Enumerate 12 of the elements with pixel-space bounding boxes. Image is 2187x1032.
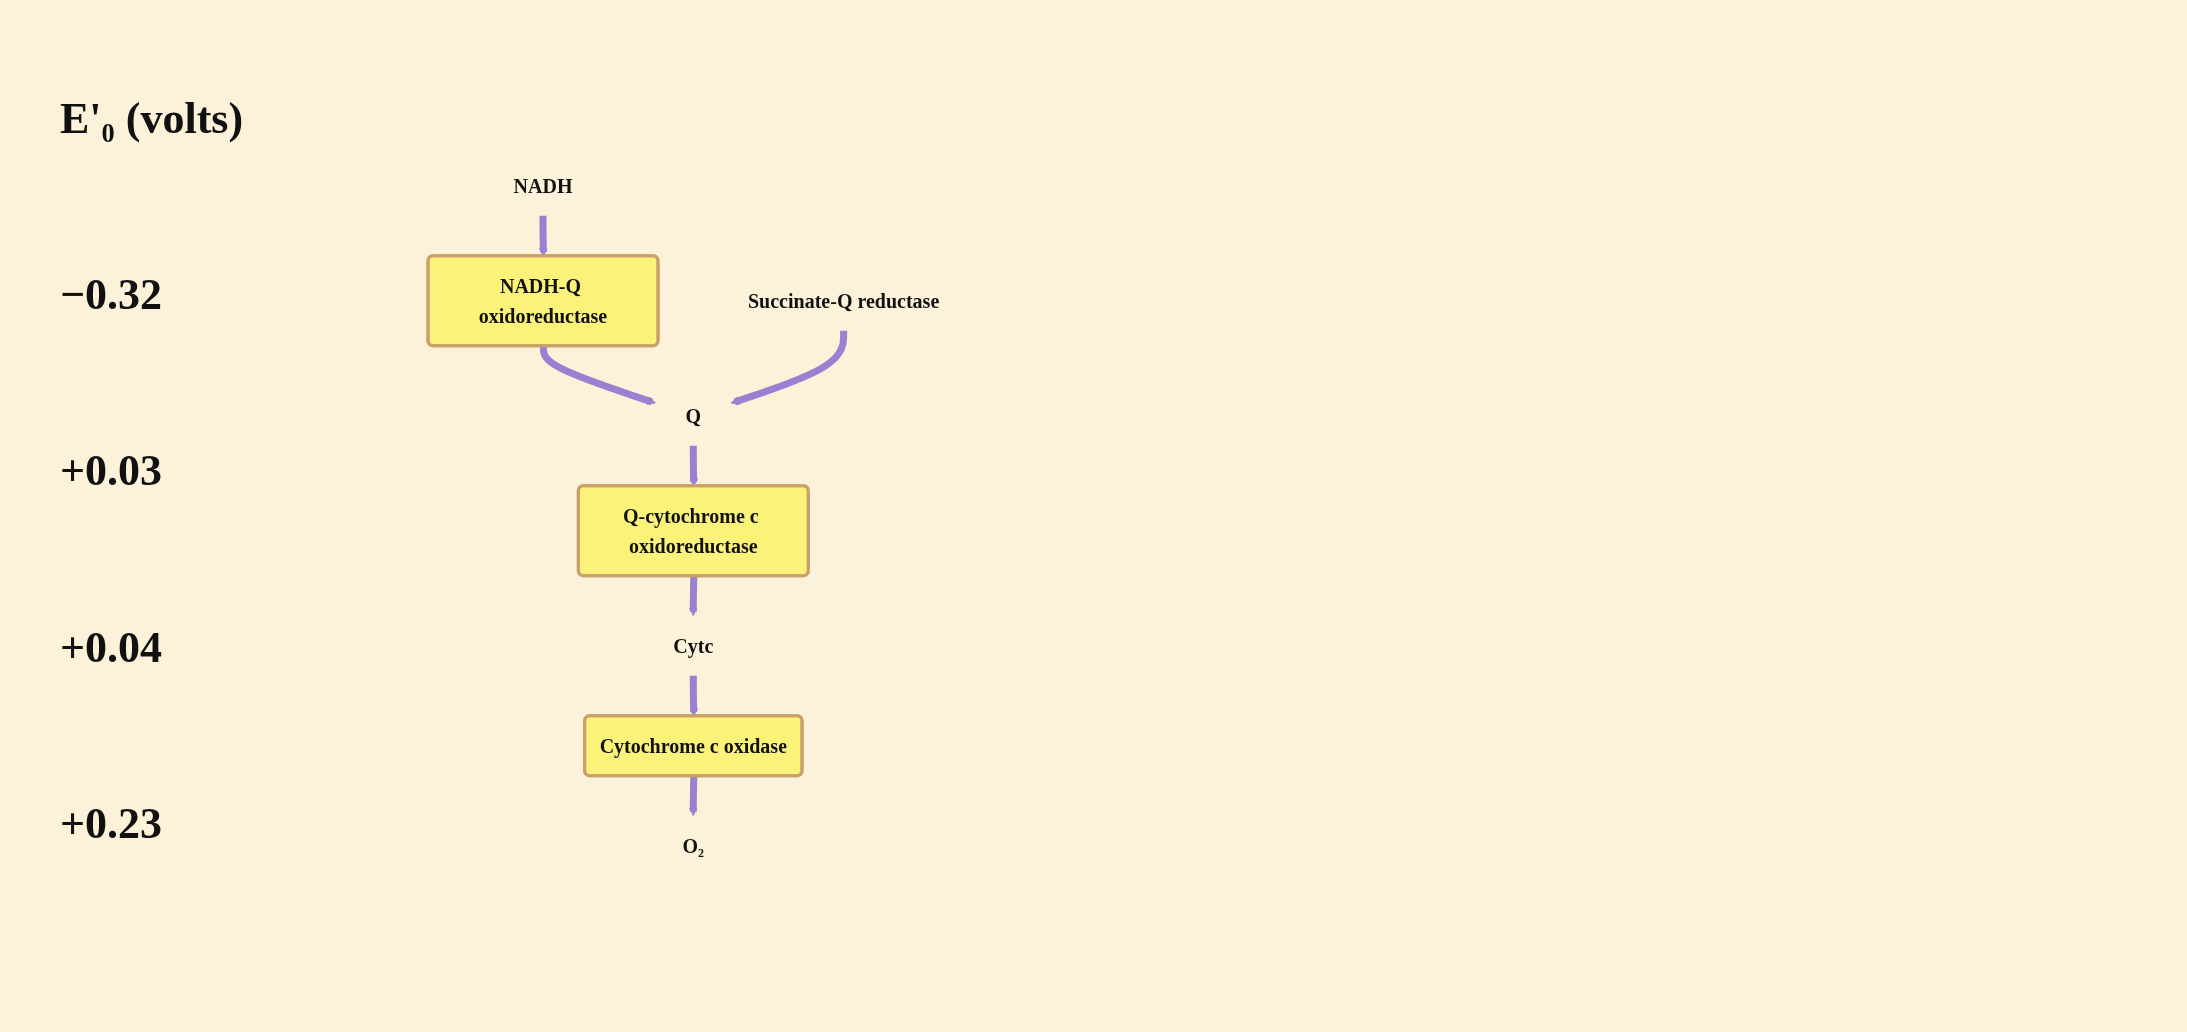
node-text: NADH xyxy=(513,174,573,197)
arrow xyxy=(688,776,698,817)
node-text: O₂ xyxy=(682,834,705,857)
potential-label: +0.23 xyxy=(60,798,164,850)
node-text: Q xyxy=(685,404,702,427)
potential-label: +0.03 xyxy=(60,445,164,497)
potential-label: −0.32 xyxy=(60,269,164,321)
node-text: Succinate-Q reductase xyxy=(748,289,940,312)
arrow xyxy=(688,576,698,617)
potential-label: E'₀ (volts) xyxy=(60,92,245,144)
potential-label: +0.04 xyxy=(60,621,164,673)
node-text: Cytc xyxy=(673,634,714,657)
